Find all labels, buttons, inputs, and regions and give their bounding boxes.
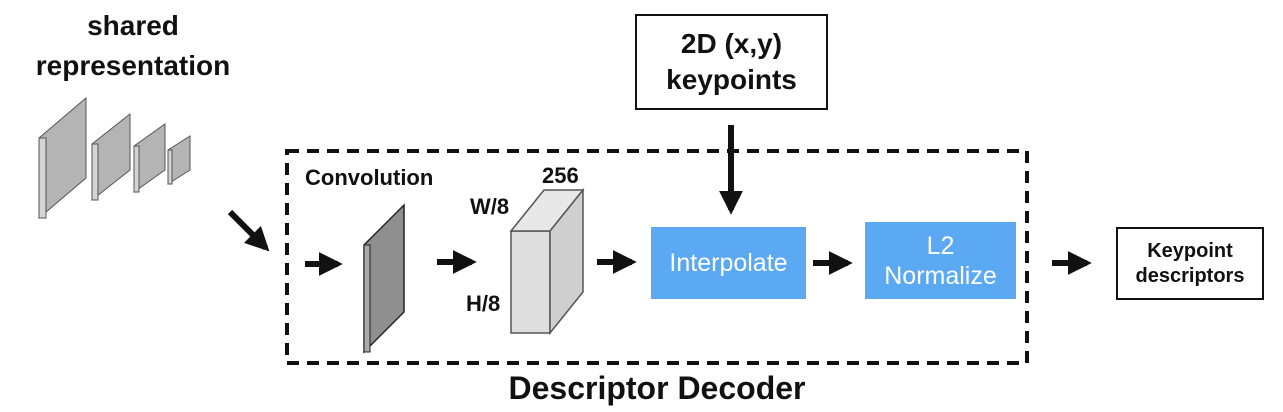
feature-height-label: H/8 — [466, 291, 501, 316]
feature-slab-2 — [91, 112, 131, 202]
keypoint-descriptors-label: Keypoint descriptors — [1135, 239, 1245, 287]
interpolate-box: Interpolate — [651, 227, 806, 299]
l2-normalize-box: L2 Normalize — [865, 222, 1016, 299]
feature-slab-4 — [167, 135, 191, 185]
feature-volume — [509, 187, 585, 336]
shared-representation-label: shared representation — [35, 10, 231, 81]
feature-width-label: W/8 — [470, 194, 510, 219]
feature-slab-3 — [133, 123, 166, 193]
interpolate-label: Interpolate — [669, 248, 788, 277]
descriptor-decoder-title: Descriptor Decoder — [508, 370, 806, 406]
arrow-shared-to-decoder — [227, 209, 270, 252]
feature-depth-label: 256 — [542, 163, 579, 188]
convolution-label: Convolution — [305, 165, 434, 190]
feature-slab-1 — [38, 96, 87, 220]
shared-representation-stack — [38, 96, 191, 220]
convolution-slab — [363, 203, 405, 354]
keypoint-descriptors-box: Keypoint descriptors — [1116, 227, 1264, 300]
descriptor-decoder-frame — [285, 149, 1029, 365]
keypoints-input-label: 2D (x,y) keypoints — [666, 28, 797, 95]
keypoints-input-box: 2D (x,y) keypoints — [635, 14, 828, 110]
l2-normalize-label: L2 Normalize — [884, 231, 997, 290]
